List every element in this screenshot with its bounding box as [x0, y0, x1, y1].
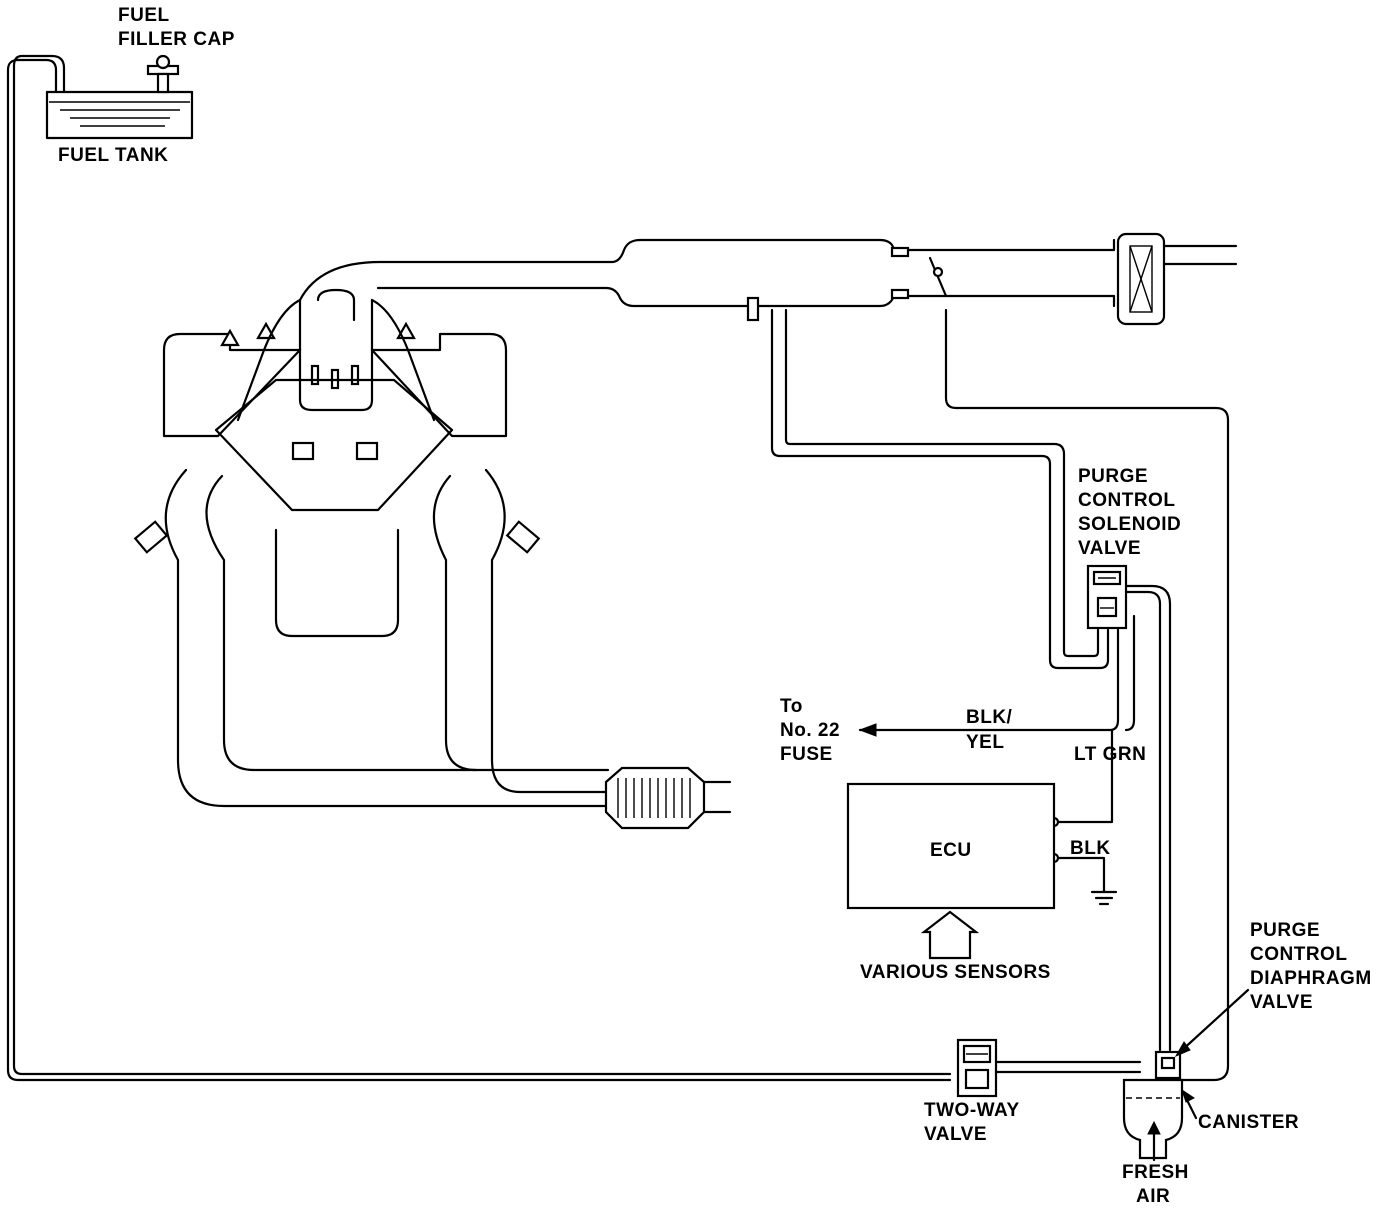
label-various-sensors: VARIOUS SENSORS	[860, 962, 1051, 983]
tank-vent-line	[6, 54, 952, 1082]
label-ecu: ECU	[930, 840, 972, 861]
label-fresh-air-line1: FRESH	[1122, 1162, 1189, 1183]
various-sensors-arrow	[920, 910, 980, 960]
engine	[133, 288, 541, 638]
label-fuel-filler-cap: FUEL FILLER CAP	[118, 5, 235, 50]
fuel-filler-cap-icon	[146, 54, 180, 94]
label-wire-blk: BLK	[1070, 838, 1111, 859]
label-purge-diaphragm-line3: DIAPHRAGM	[1250, 968, 1372, 989]
canister	[1122, 1050, 1184, 1160]
exhaust-system	[164, 468, 732, 830]
label-fuse: To No. 22 FUSE	[780, 696, 840, 765]
label-fuse-line2: No. 22	[780, 720, 840, 741]
label-fuse-line3: FUSE	[780, 744, 833, 765]
label-fresh-air-line2: AIR	[1136, 1186, 1170, 1207]
label-purge-solenoid-line1: PURGE	[1078, 466, 1148, 487]
fuel-tank	[45, 90, 194, 140]
label-fuel-filler-cap-line2: FILLER CAP	[118, 29, 235, 50]
label-two-way-line2: VALVE	[924, 1124, 987, 1145]
vacuum-lines	[746, 296, 1230, 1082]
catalytic-converter-icon	[617, 778, 691, 818]
two-way-valve	[956, 1038, 1142, 1098]
label-purge-solenoid-line3: SOLENOID	[1078, 514, 1181, 535]
label-wire-blk-yel-line2: YEL	[966, 732, 1004, 753]
label-wire-blk-yel-line1: BLK/	[966, 707, 1013, 728]
label-purge-control-diaphragm: PURGE CONTROL DIAPHRAGM VALVE	[1250, 920, 1372, 1013]
label-purge-diaphragm-line1: PURGE	[1250, 920, 1320, 941]
label-wire-lt-grn: LT GRN	[1074, 744, 1146, 765]
label-two-way-line1: TWO-WAY	[924, 1100, 1020, 1121]
label-fuel-filler-cap-line1: FUEL	[118, 5, 170, 26]
label-purge-diaphragm-line4: VALVE	[1250, 992, 1313, 1013]
label-fuel-tank: FUEL TANK	[58, 145, 168, 166]
label-two-way-valve: TWO-WAY VALVE	[924, 1100, 1020, 1145]
label-canister: CANISTER	[1198, 1112, 1299, 1133]
label-fresh-air: FRESH AIR	[1122, 1162, 1189, 1207]
label-purge-solenoid-line2: CONTROL	[1078, 490, 1175, 511]
intake-duct	[298, 232, 1238, 326]
label-purge-solenoid-line4: VALVE	[1078, 538, 1141, 559]
label-purge-diaphragm-line2: CONTROL	[1250, 944, 1347, 965]
label-wire-blk-yel: BLK/ YEL	[966, 707, 1013, 753]
label-purge-control-solenoid: PURGE CONTROL SOLENOID VALVE	[1078, 466, 1181, 559]
ecu-box	[846, 782, 1056, 910]
callout-arrows	[1147, 988, 1250, 1162]
label-fuse-line1: To	[780, 696, 803, 717]
purge-control-solenoid-valve	[1086, 564, 1128, 630]
